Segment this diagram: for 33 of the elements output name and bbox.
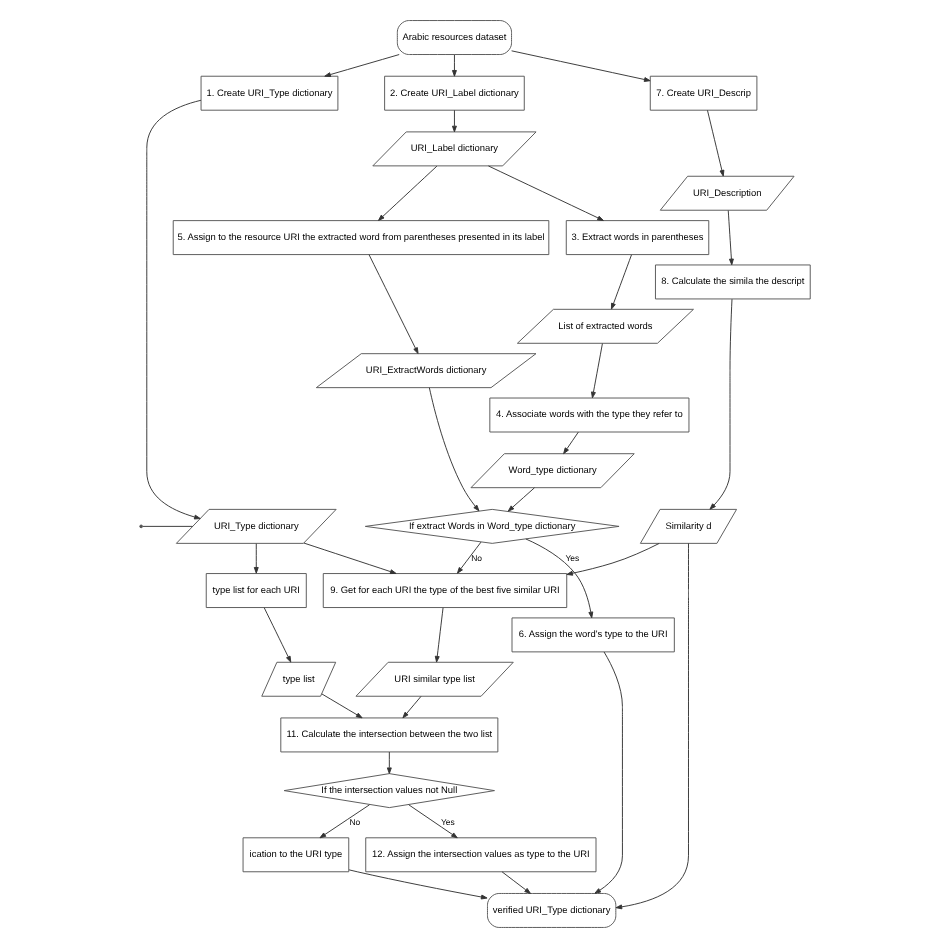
arrow	[385, 751, 391, 774]
arrow	[451, 54, 456, 77]
arrow	[590, 343, 602, 399]
arrow	[562, 431, 578, 455]
arrow	[320, 693, 362, 719]
arrow	[593, 651, 622, 894]
arrow	[367, 254, 418, 354]
arrow	[401, 695, 421, 719]
arrow	[455, 541, 481, 574]
arrow	[262, 607, 291, 663]
arrow	[433, 607, 443, 663]
arrow	[427, 387, 479, 512]
arrow	[565, 543, 659, 576]
arrow	[145, 99, 201, 520]
arrow	[708, 298, 732, 510]
arrow	[506, 487, 534, 512]
arrow	[610, 254, 631, 310]
arrow	[407, 804, 457, 839]
arrow	[500, 871, 530, 894]
connector	[141, 525, 192, 527]
arrow	[706, 109, 724, 177]
arrow	[614, 543, 688, 910]
arrow	[323, 54, 399, 77]
arrow	[252, 543, 258, 574]
arrow	[347, 869, 487, 900]
arrow	[510, 50, 650, 82]
arrow	[451, 109, 456, 133]
arrow	[318, 804, 369, 839]
arrow	[302, 542, 396, 575]
arrow	[377, 165, 437, 221]
arrow	[487, 165, 603, 221]
arrow	[726, 210, 733, 266]
arrow	[524, 538, 593, 619]
